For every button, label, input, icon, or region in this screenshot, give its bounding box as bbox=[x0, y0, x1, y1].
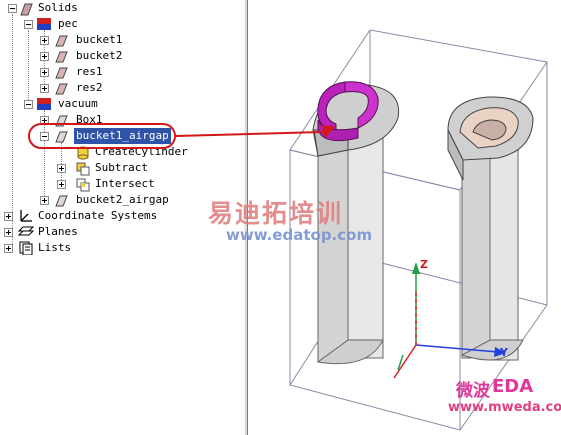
highlight-callout bbox=[28, 123, 176, 149]
tree-guide-line bbox=[28, 30, 29, 108]
watermark-cn-text: 易迪拓培训 bbox=[208, 199, 344, 228]
expand-toggle-solids[interactable] bbox=[8, 4, 17, 13]
tree-guide-line bbox=[12, 14, 13, 250]
panel-splitter[interactable] bbox=[244, 0, 248, 435]
planes-icon bbox=[18, 226, 34, 236]
model-geometry bbox=[289, 29, 548, 431]
bucket2-column bbox=[460, 124, 524, 361]
solid-object-icon bbox=[55, 131, 68, 143]
solid-object-icon bbox=[55, 51, 68, 63]
expand-toggle-res1[interactable] bbox=[40, 68, 49, 77]
intersect-icon bbox=[76, 178, 90, 192]
model-tree-panel: Solids pec bucket1 bucket2 res1 res2 bbox=[0, 0, 245, 435]
solid-object-icon bbox=[55, 35, 68, 47]
expand-toggle-subtract[interactable] bbox=[57, 164, 66, 173]
coordinate-triad bbox=[393, 262, 506, 379]
tree-guide-line bbox=[44, 110, 45, 202]
expand-toggle-pec[interactable] bbox=[24, 20, 33, 29]
bucket2-shell bbox=[447, 96, 534, 181]
watermark-logo-url: www.mweda.com bbox=[448, 400, 561, 415]
expand-toggle-intersect[interactable] bbox=[57, 180, 66, 189]
coordinate-systems-icon bbox=[20, 210, 32, 222]
bucket1-column bbox=[316, 129, 384, 365]
expand-toggle-coordinate-systems[interactable] bbox=[4, 212, 13, 221]
solids-icon bbox=[20, 3, 33, 16]
expand-toggle-planes[interactable] bbox=[4, 228, 13, 237]
expand-toggle-vacuum[interactable] bbox=[24, 100, 33, 109]
expand-toggle-bucket1[interactable] bbox=[40, 36, 49, 45]
expand-toggle-bucket2-airgap[interactable] bbox=[40, 196, 49, 205]
watermark-logo-en: EDA bbox=[492, 376, 534, 397]
subtract-icon bbox=[76, 162, 90, 176]
expand-toggle-res2[interactable] bbox=[40, 84, 49, 93]
watermark-url: www.edatop.com bbox=[226, 226, 373, 244]
expand-toggle-lists[interactable] bbox=[4, 244, 13, 253]
watermark-logo-cn: 微波 bbox=[456, 381, 490, 401]
z-axis-label: Z bbox=[420, 258, 428, 271]
lists-icon bbox=[19, 241, 33, 255]
3d-modeler-viewport[interactable]: Z Y bbox=[248, 0, 561, 435]
solid-object-icon bbox=[55, 83, 68, 95]
material-vacuum-icon bbox=[37, 98, 51, 110]
expand-toggle-bucket2[interactable] bbox=[40, 52, 49, 61]
solid-object-icon bbox=[55, 67, 68, 79]
solid-object-icon bbox=[55, 195, 68, 207]
y-axis-label: Y bbox=[500, 346, 508, 359]
material-pec-icon bbox=[37, 18, 51, 30]
